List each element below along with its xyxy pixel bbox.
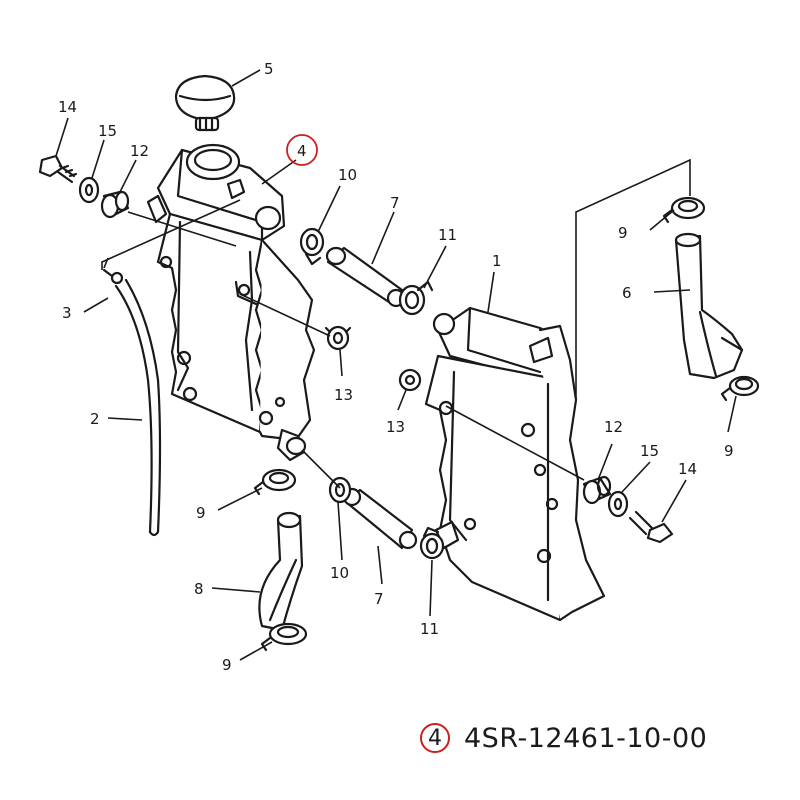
callout-5: 5 [264,60,274,78]
callout-12-right: 12 [604,418,623,436]
callout-15-top: 15 [98,122,117,140]
callout-12-top: 12 [130,142,149,160]
radiator-cap-part [174,74,236,132]
callout-9-top-right: 9 [618,224,628,242]
assembly-axis-lines [101,158,691,489]
callout-labels: 5 14 15 12 4 10 7 11 1 9 6 3 13 13 2 9 1… [58,60,734,674]
highlight-ring-4 [286,134,318,166]
callout-3: 3 [62,304,72,322]
callout-6: 6 [622,284,632,302]
elbow-hose-part [258,511,304,632]
callout-13-right: 13 [386,418,405,436]
callout-11-top: 11 [438,226,457,244]
part-number-legend: 4 4SR-12461-10-00 [420,716,707,760]
curved-hose-lower-part [342,487,418,550]
callout-7-top: 7 [390,194,400,212]
callout-13-left: 13 [334,386,353,404]
callout-11-bottom: 11 [420,620,439,638]
callout-14-right: 14 [678,460,697,478]
callout-15-right: 15 [640,442,659,460]
washer-right-part [607,490,629,518]
callout-leaders [55,69,737,661]
bolt-right-part [628,510,674,544]
callout-14-top: 14 [58,98,77,116]
straight-hose-upper-part [325,246,406,308]
part-ref-circle: 4 [420,723,450,753]
collar-left-part [100,190,130,219]
upper-hose-part [674,232,744,380]
callout-4-highlighted: 4 [297,142,307,160]
callout-9-bottom-left: 9 [222,656,232,674]
callout-9-left-middle: 9 [196,504,206,522]
grommet-lower-part [398,368,422,392]
collar-right-part [582,475,612,505]
washer-left-part [78,176,100,204]
overflow-tube-part [114,278,162,537]
callout-10-top: 10 [338,166,357,184]
grommet-upper-part [324,325,352,351]
callout-1: 1 [492,252,502,270]
callout-9-lower-right: 9 [724,442,734,460]
callout-7-bottom: 7 [374,590,384,608]
bolt-left-part [38,154,78,184]
tube-clip-part [102,268,124,285]
part-ref-number: 4 [428,725,442,751]
left-radiator-part [146,143,316,462]
callout-2: 2 [90,410,100,428]
callout-10-bottom: 10 [330,564,349,582]
right-radiator-part [424,306,606,622]
part-number-code: 4SR-12461-10-00 [464,722,708,754]
callout-8: 8 [194,580,204,598]
